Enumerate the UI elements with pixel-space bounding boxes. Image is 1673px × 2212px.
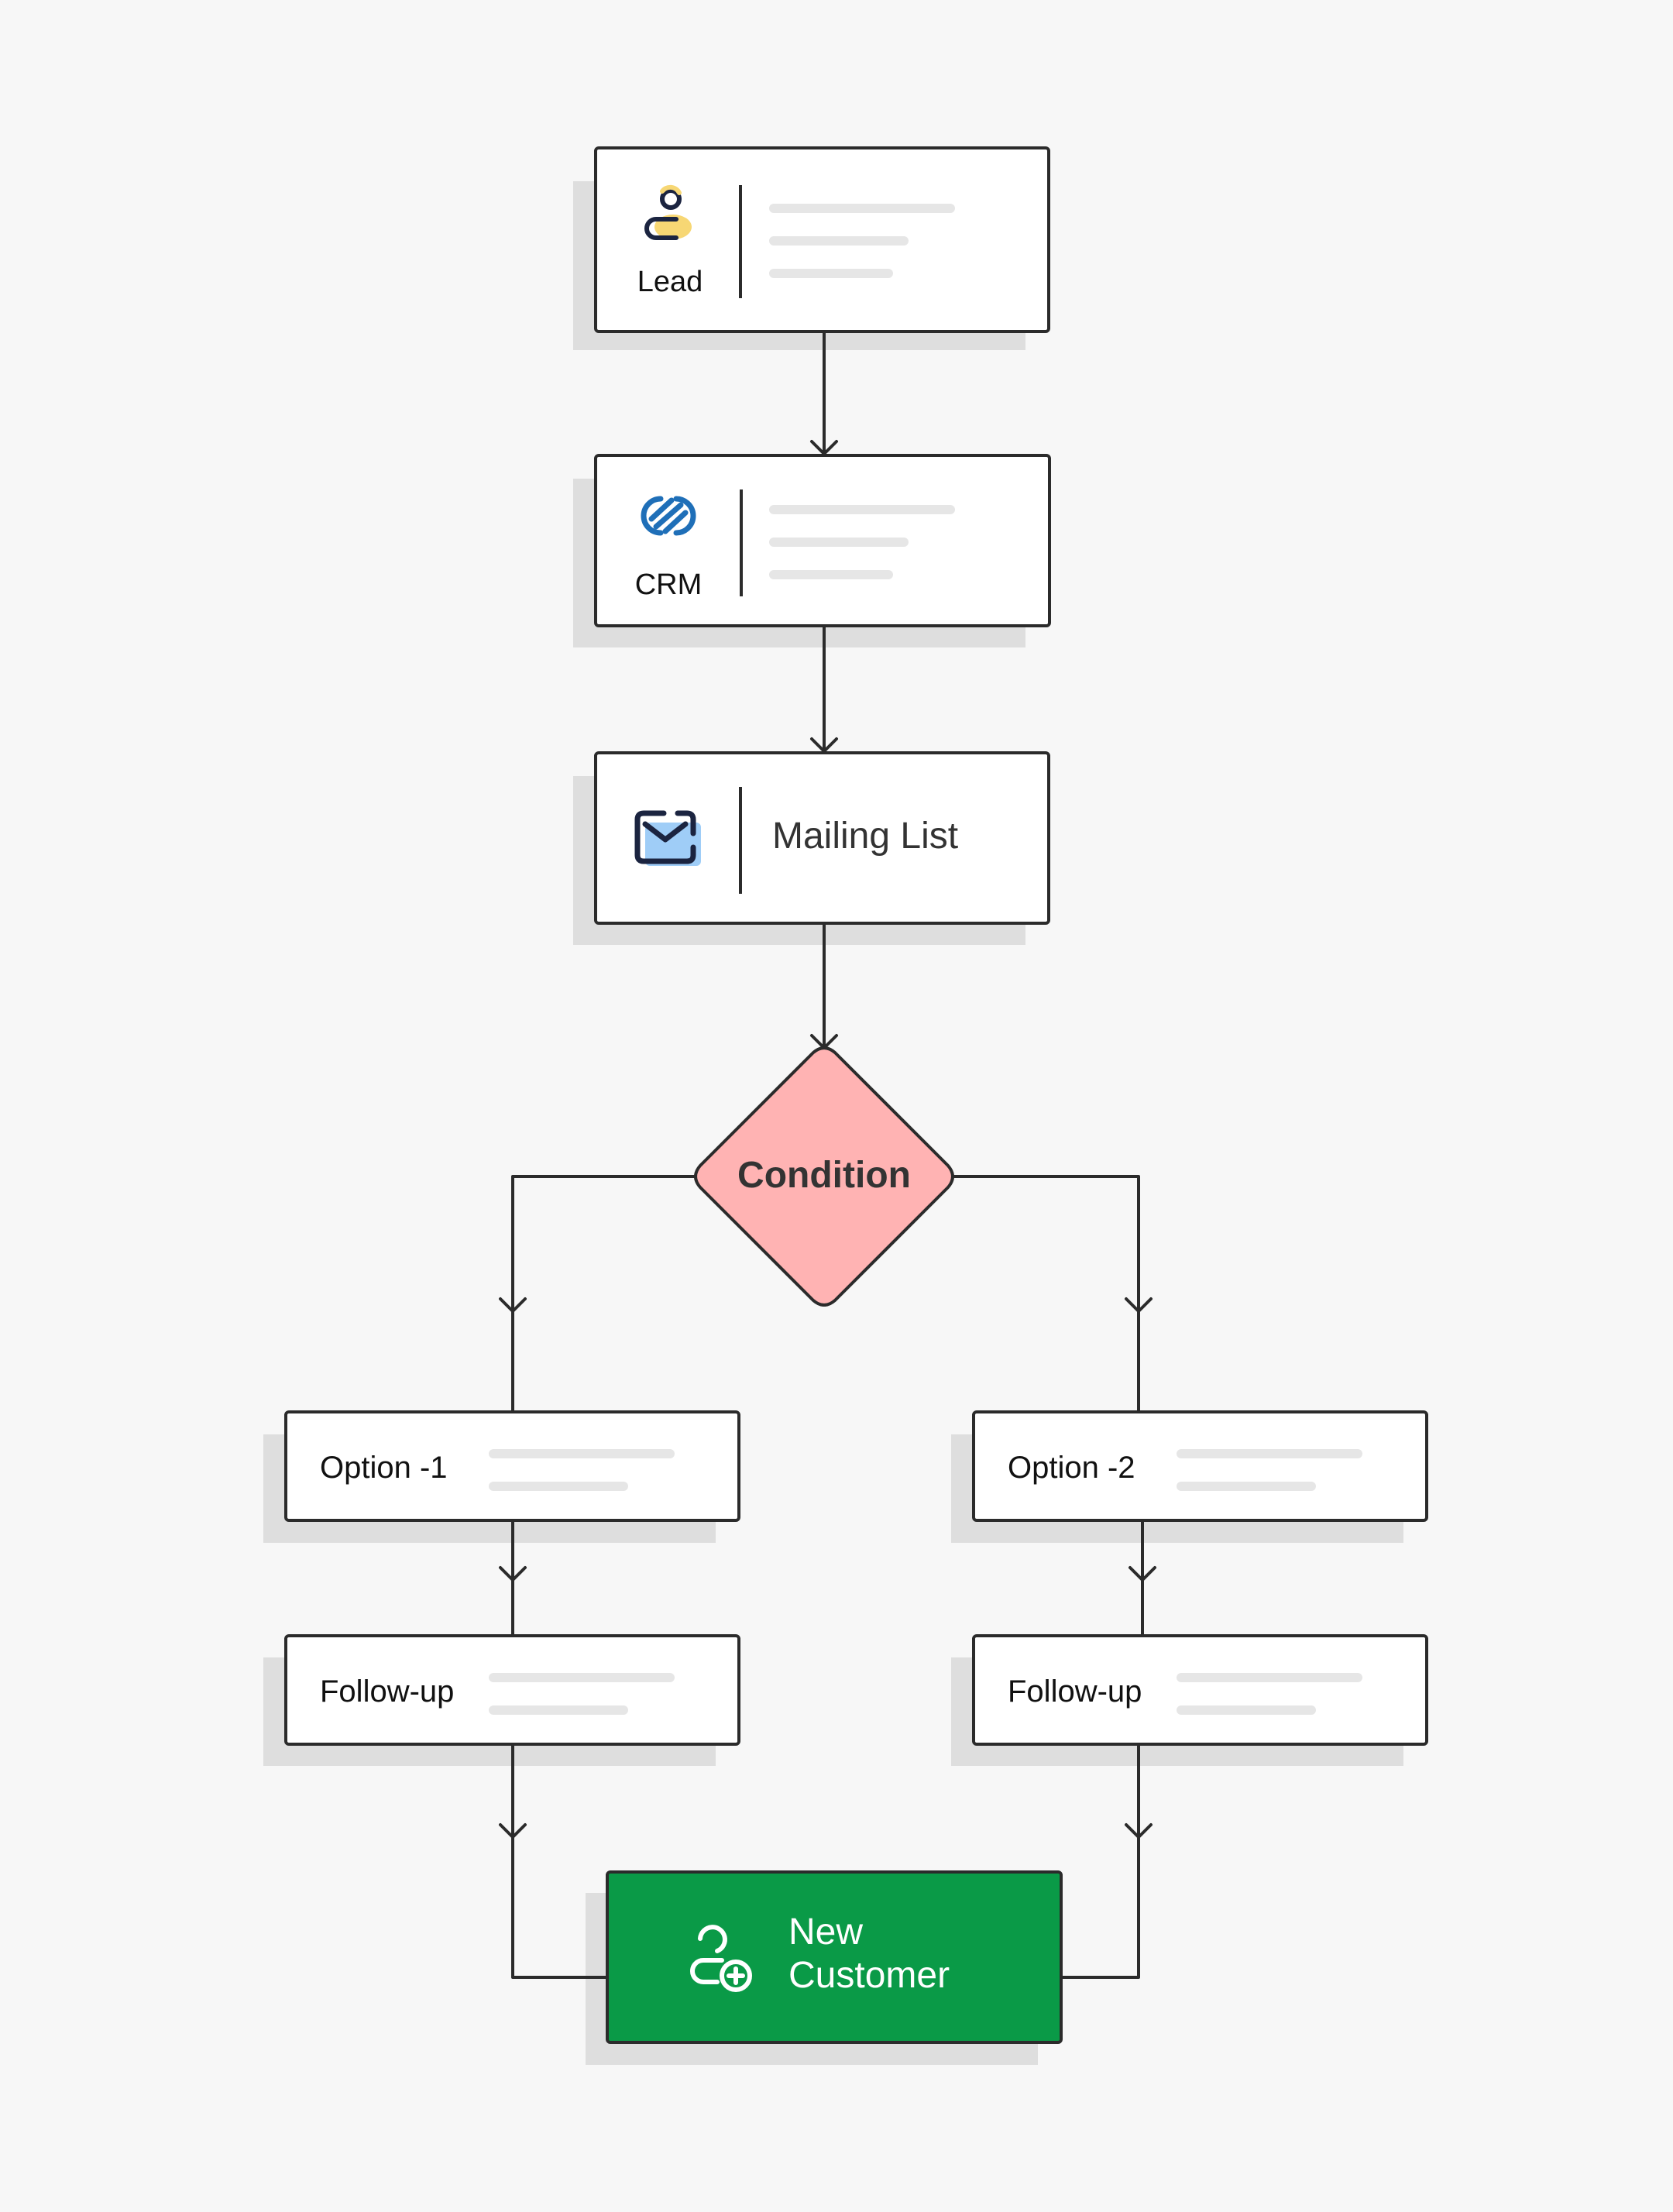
new-customer-node[interactable]: New Customer	[606, 1870, 1063, 2044]
crm-link-icon	[628, 488, 709, 548]
arrowhead	[1129, 1566, 1156, 1582]
followup-2-label: Follow-up	[1008, 1674, 1142, 1709]
option-2-label: Option -2	[1008, 1451, 1135, 1485]
followup-2-node[interactable]: Follow-up	[972, 1634, 1428, 1746]
arrowhead	[499, 1297, 527, 1313]
arrowhead	[1125, 1297, 1153, 1313]
edge-condition-option-2	[951, 1175, 1140, 1412]
add-user-icon	[683, 1920, 761, 2001]
followup-1-node[interactable]: Follow-up	[284, 1634, 740, 1746]
option-1-node[interactable]: Option -1	[284, 1410, 740, 1522]
arrowhead	[499, 1566, 527, 1582]
condition-label: Condition	[737, 1155, 911, 1196]
mailing-list-label: Mailing List	[772, 816, 959, 857]
option-2-node[interactable]: Option -2	[972, 1410, 1428, 1522]
person-icon	[639, 180, 701, 254]
lead-node[interactable]: Lead	[594, 146, 1050, 333]
mailing-list-node[interactable]: Mailing List	[594, 751, 1050, 925]
new-customer-label: New Customer	[788, 1911, 950, 1996]
crm-label: CRM	[634, 568, 703, 601]
condition-node[interactable]	[694, 1046, 954, 1310]
lead-label: Lead	[637, 266, 703, 298]
edge-condition-option-1	[511, 1175, 697, 1412]
edge-followup-2-new-customer	[1061, 1743, 1140, 1979]
arrowhead	[499, 1823, 527, 1839]
option-1-label: Option -1	[320, 1451, 448, 1485]
arrowhead	[1125, 1823, 1153, 1839]
edge-followup-1-new-customer	[511, 1743, 609, 1979]
followup-1-label: Follow-up	[320, 1674, 455, 1709]
mail-icon	[633, 807, 707, 876]
crm-node[interactable]: CRM	[594, 454, 1051, 627]
